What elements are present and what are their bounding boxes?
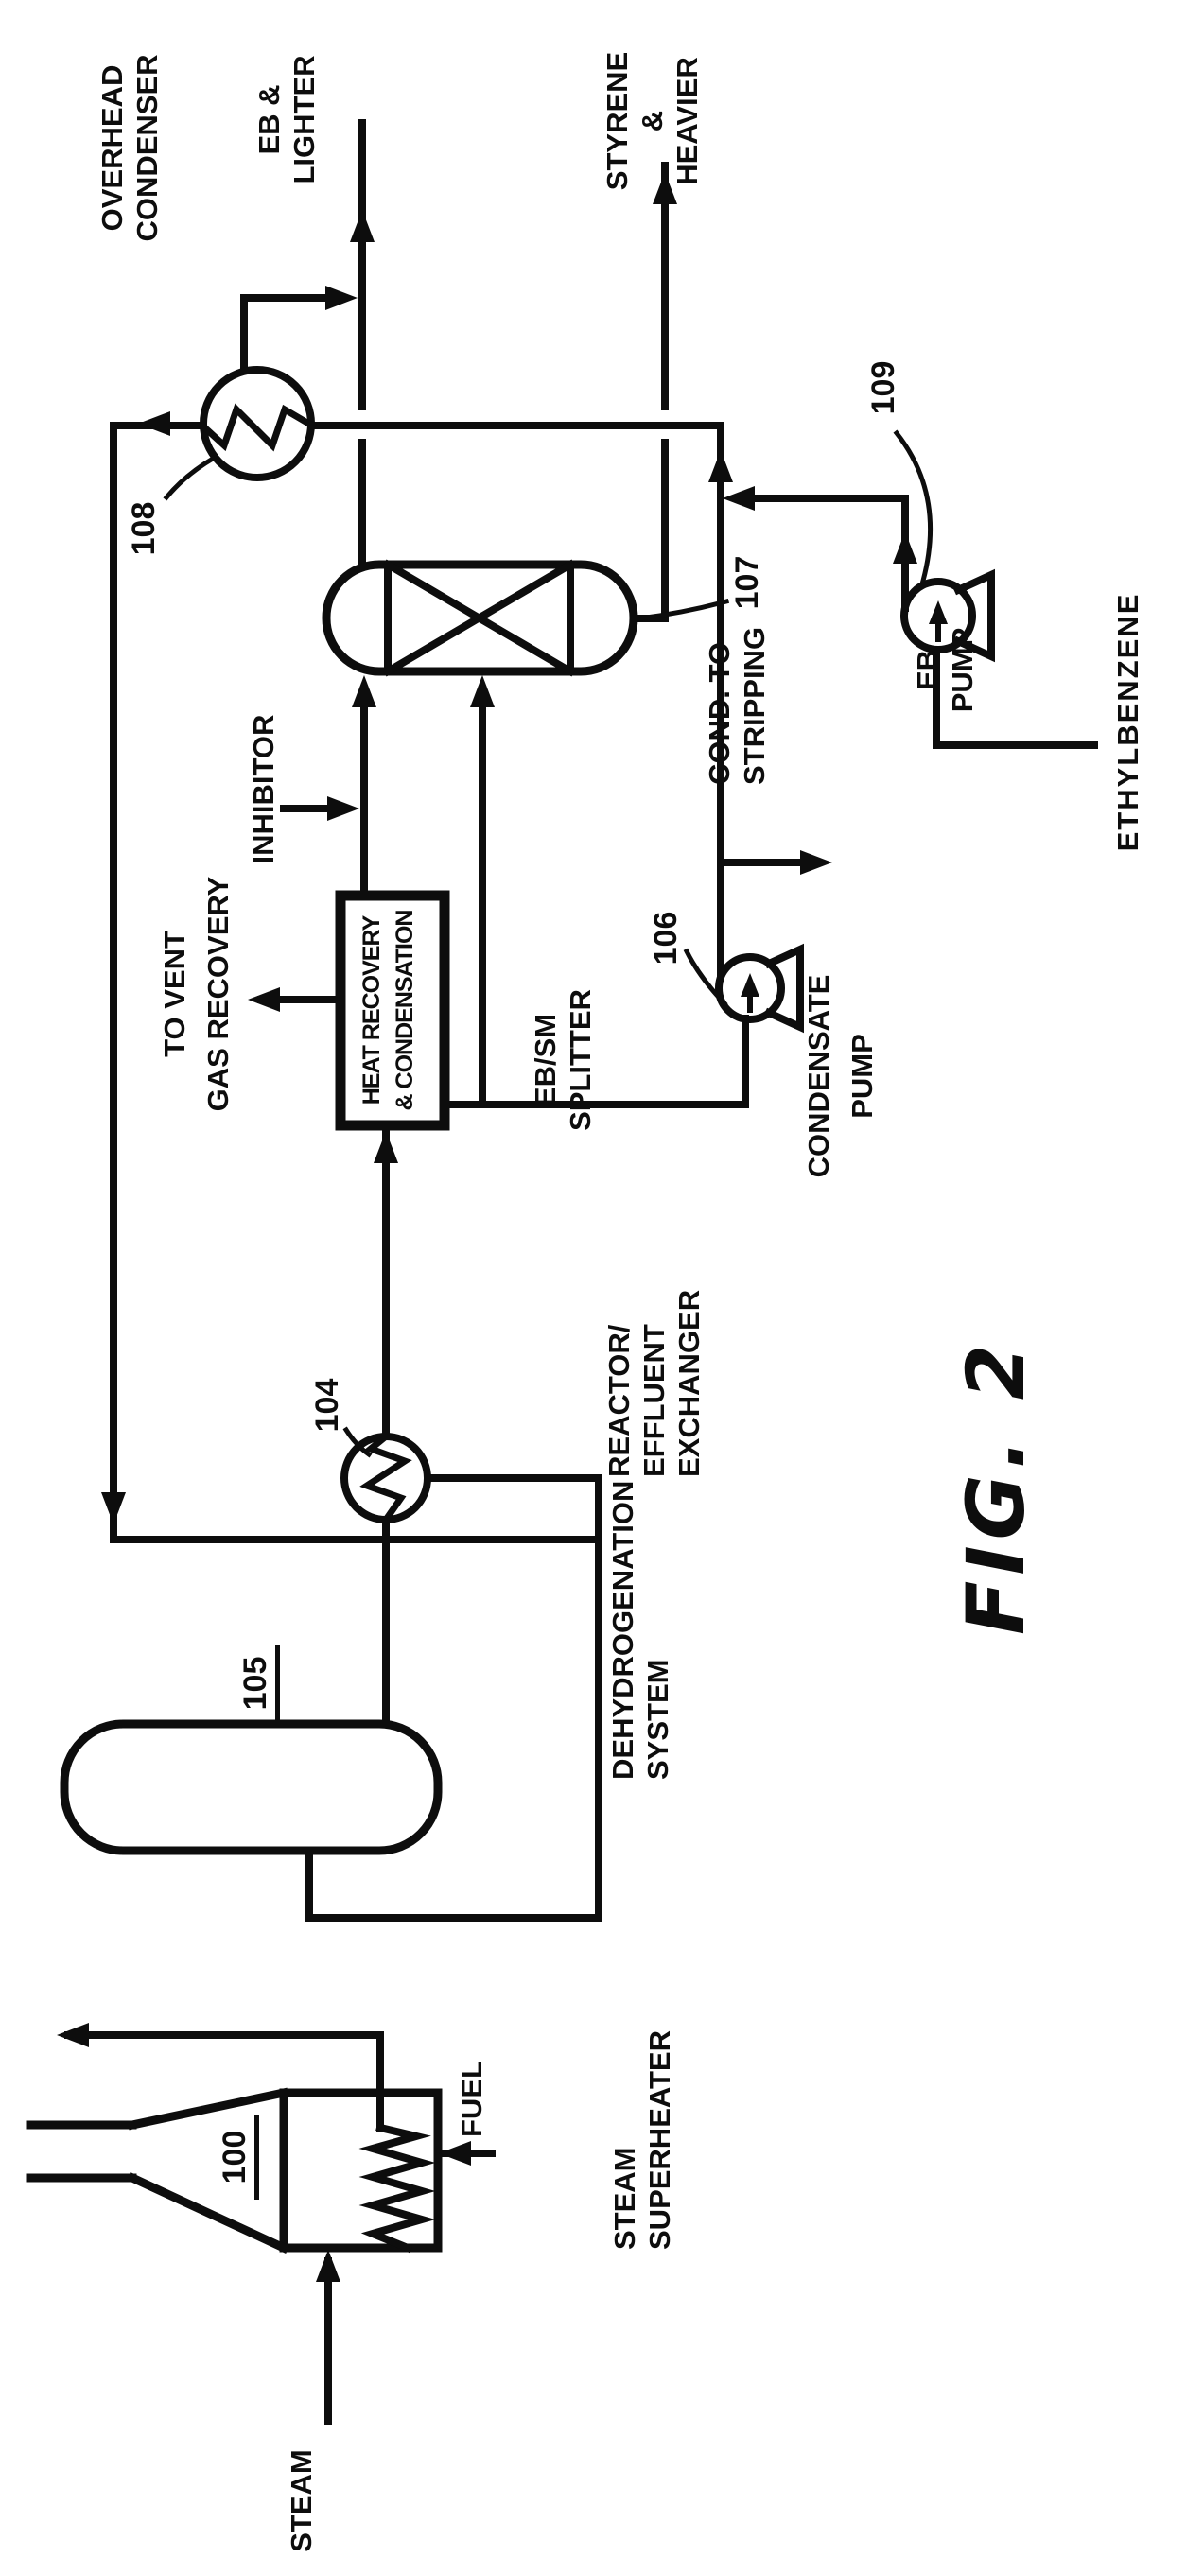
condenser-outlet-connector bbox=[240, 294, 337, 373]
vessel-105-outline bbox=[60, 1719, 443, 1855]
condenser-108-zigzag bbox=[198, 403, 317, 452]
figure-caption: FIG. 2 bbox=[950, 1338, 1042, 1635]
tag-105: 105 bbox=[237, 1645, 280, 1722]
overhead-condenser-label: OVERHEAD CONDENSER bbox=[96, 54, 164, 242]
styrene-heavier-label: STYRENE & HEAVIER bbox=[601, 51, 704, 191]
leader-104 bbox=[342, 1426, 373, 1458]
effluent-arrowhead bbox=[374, 1131, 398, 1163]
recycle-arrowhead bbox=[101, 1492, 126, 1524]
dehydrogenation-system-label: DEHYDROGENATION SYSTEM bbox=[606, 1480, 674, 1780]
bottoms-line bbox=[630, 162, 669, 622]
fuel-label: FUEL bbox=[455, 2061, 488, 2137]
vent-arrowhead bbox=[248, 987, 280, 1012]
ethylbenzene-label: ETHYLBENZENE bbox=[1111, 592, 1144, 852]
bottoms-arrowhead bbox=[653, 172, 677, 204]
heat-recovery-box-outline bbox=[335, 890, 450, 1131]
leader-106 bbox=[683, 948, 728, 1007]
recycle-top-line bbox=[110, 422, 602, 1543]
eb-sm-splitter-label: EB/SM SPLITTER bbox=[529, 989, 597, 1131]
leader-108 bbox=[163, 455, 217, 501]
steam-arrowhead bbox=[316, 2250, 340, 2282]
tag-100: 100 bbox=[217, 2115, 259, 2200]
exchanger-104-symbol bbox=[340, 1433, 431, 1523]
reactor-effluent-exchanger-label: REACTOR/ EFFLUENT EXCHANGER bbox=[602, 1289, 706, 1477]
tag-109: 109 bbox=[865, 360, 901, 415]
inhibitor-label: INHIBITOR bbox=[247, 714, 280, 864]
furnace-100-outline bbox=[26, 2087, 443, 2254]
condenser-outlet-arrowhead bbox=[325, 286, 358, 310]
splitter-feed-arrowhead bbox=[352, 675, 376, 707]
heat-recovery-box-label: HEAT RECOVERY & CONDENSATION bbox=[358, 910, 418, 1111]
steam-superheater-label: STEAM SUPERHEATER bbox=[608, 2030, 676, 2250]
eb-lighter-label: EB & LIGHTER bbox=[253, 55, 321, 184]
tag-106: 106 bbox=[648, 911, 684, 966]
riser-arrowhead bbox=[138, 411, 170, 436]
stripping-arrowhead bbox=[800, 850, 832, 875]
condensate-drain-line bbox=[441, 1015, 749, 1108]
leader-109 bbox=[893, 429, 934, 584]
splitter-107-outline bbox=[322, 559, 638, 677]
furnace-coil-zigzag bbox=[358, 2123, 436, 2254]
tag-108: 108 bbox=[126, 501, 162, 556]
overhead-arrowhead bbox=[350, 210, 375, 242]
superheated-steam-arrowhead bbox=[57, 2023, 89, 2047]
tag-104: 104 bbox=[309, 1378, 345, 1433]
eb-discharge-arrowhead-right bbox=[893, 531, 917, 564]
eb-pump-label: EB PUMP bbox=[911, 627, 979, 713]
condenser-108-symbol bbox=[200, 366, 315, 481]
condensate-pump-label: CONDENSATE PUMP bbox=[802, 974, 879, 1178]
leader-lines bbox=[163, 429, 934, 1458]
splitter-lower-feed-arrowhead bbox=[470, 675, 495, 707]
cond-to-stripping-label: COND. TO STRIPPING bbox=[703, 626, 771, 785]
steam-label: STEAM bbox=[285, 2449, 318, 2552]
pump-106-symbol bbox=[715, 943, 804, 1034]
vessel-105-inlet-line bbox=[305, 1847, 602, 1922]
superheated-steam-line bbox=[64, 2031, 384, 2132]
exchanger-104-zigzag bbox=[359, 1432, 412, 1524]
header-arrowhead bbox=[708, 450, 733, 482]
ethylbenzene-feed-line bbox=[933, 646, 1098, 749]
leader-107 bbox=[637, 598, 730, 621]
fuel-arrowhead bbox=[439, 2141, 471, 2166]
to-vent-label: TO VENT GAS RECOVERY bbox=[158, 876, 235, 1112]
eb-discharge-arrowhead-up bbox=[723, 486, 755, 511]
inhibitor-arrowhead bbox=[327, 796, 359, 821]
